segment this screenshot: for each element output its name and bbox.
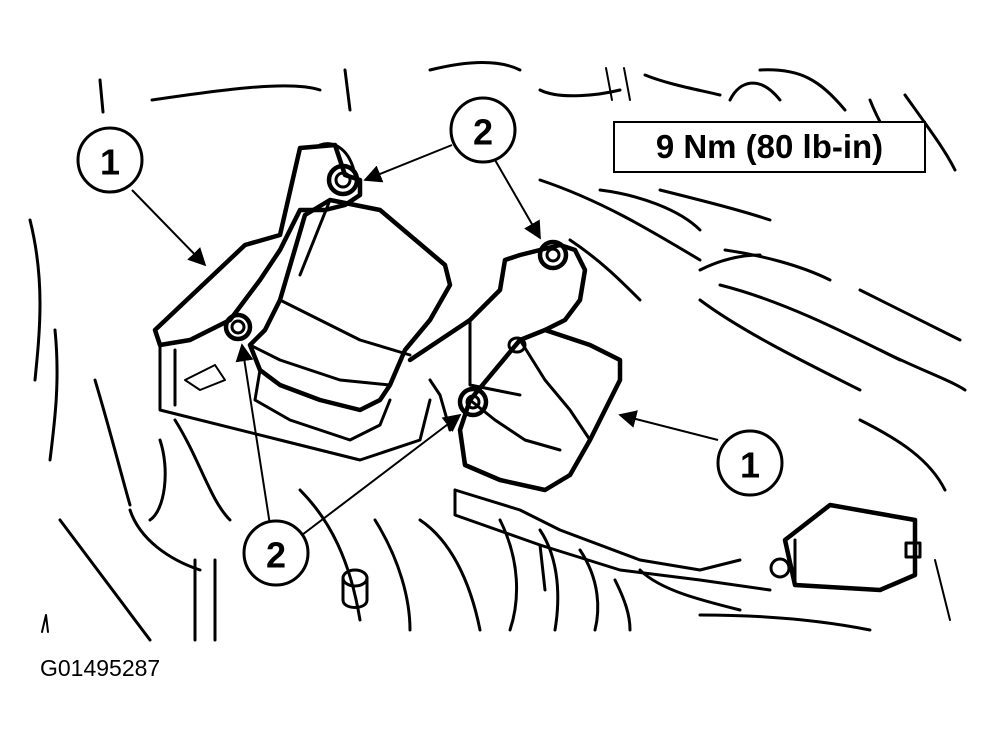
callout-label: 1 — [100, 142, 120, 183]
left-module — [247, 197, 453, 442]
lower-post — [341, 568, 369, 609]
callout-1-right: 1 — [716, 429, 784, 497]
callout-2-bottom: 2 — [242, 519, 310, 587]
orientation-mark — [41, 614, 49, 633]
connector — [769, 502, 922, 593]
callout-2-top: 2 — [449, 96, 517, 164]
callout-label: 1 — [740, 445, 760, 486]
left-bracket — [152, 142, 432, 462]
torque-spec-text: 9 Nm (80 lb-in) — [655, 128, 884, 165]
background-structure — [28, 61, 967, 642]
callout-1-top-left: 1 — [76, 126, 144, 194]
callout-label: 2 — [473, 112, 493, 153]
figure-id-label: G01495287 — [40, 655, 161, 681]
torque-spec-box: 9 Nm (80 lb-in) — [613, 121, 926, 173]
left-bolts — [223, 163, 360, 342]
leader-lines — [131, 144, 719, 539]
right-bolts — [457, 239, 569, 418]
right-bracket — [407, 242, 772, 592]
callout-label: 2 — [266, 535, 286, 576]
